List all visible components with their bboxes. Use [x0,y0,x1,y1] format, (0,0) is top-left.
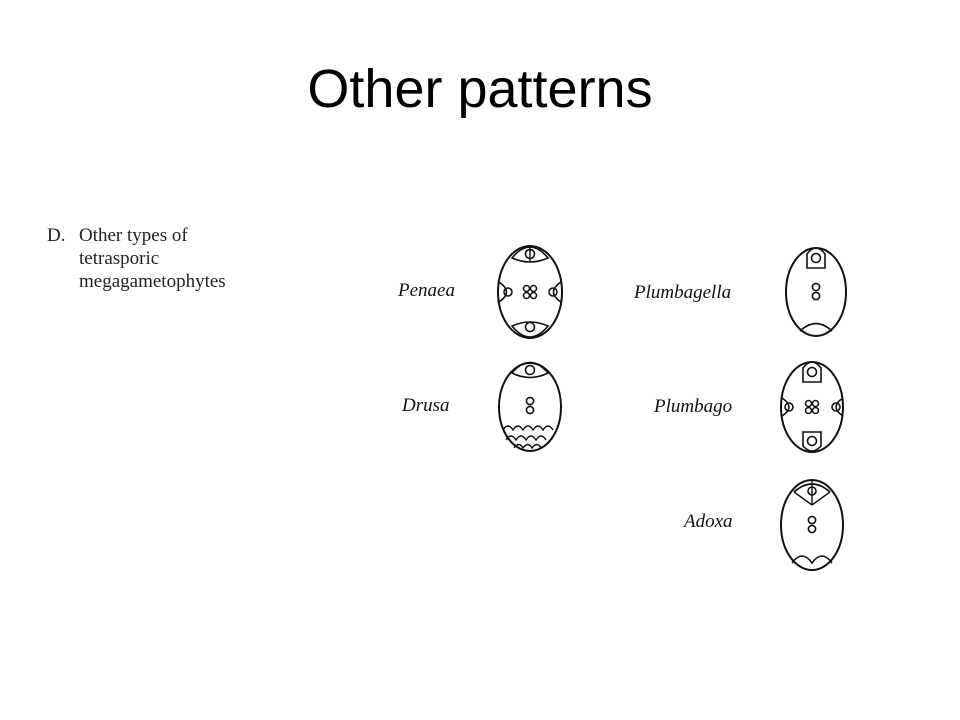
penaea-sac [497,245,563,339]
type-label-adoxa: Adoxa [682,511,733,532]
slide-title: Other patterns [307,59,653,119]
plumbago-sac [780,361,844,453]
section-line-3: megagametophytes [79,270,226,292]
section-line-1: Other types of [79,225,188,246]
section-letter: D. [47,225,66,246]
type-label-plumbago: Plumbago [653,396,732,417]
section-heading: D. Other types of tetrasporic megagametop… [47,225,226,293]
type-label-drusa: Drusa [401,395,450,416]
type-label-penaea: Penaea [397,280,455,301]
drusa-sac [498,361,562,452]
adoxa-sac [780,479,844,571]
plumbagella-sac [785,247,847,337]
section-line-2: tetrasporic [79,247,160,269]
type-label-plumbagella: Plumbagella [633,282,731,303]
